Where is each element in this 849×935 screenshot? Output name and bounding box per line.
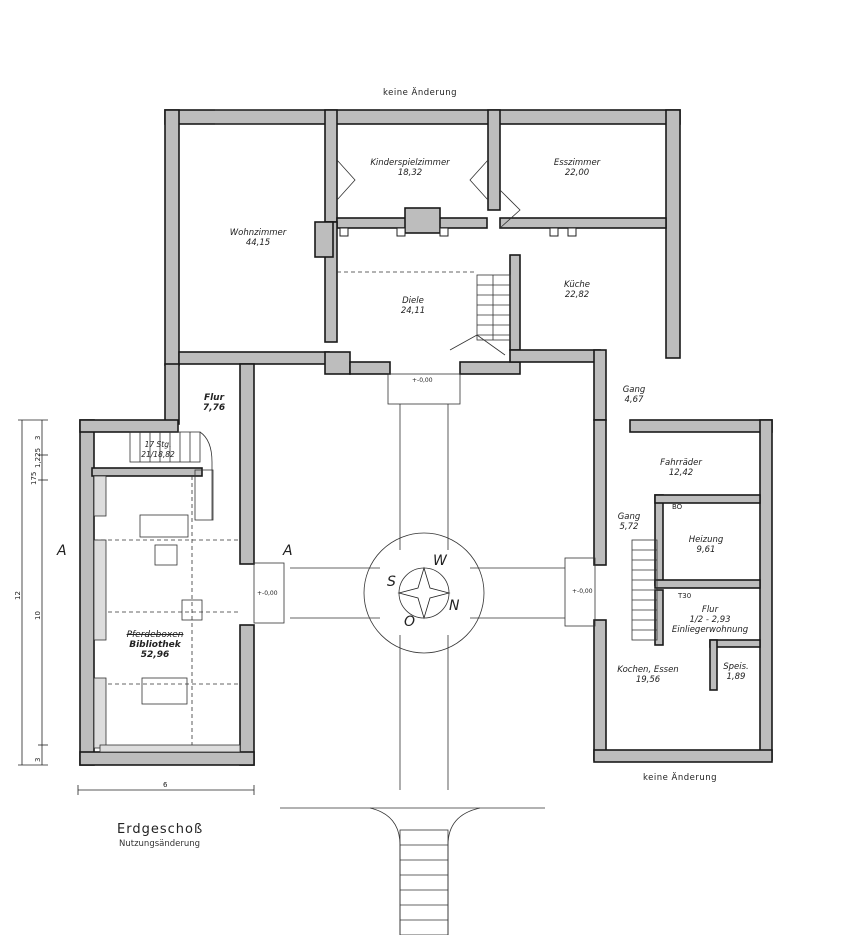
room-flur-left: Flur 7,76	[202, 393, 226, 413]
dim-vertical-175: 175	[30, 471, 38, 485]
compass-n: N	[449, 598, 460, 614]
dim-vertical-1225: 1,225	[34, 447, 42, 468]
stair-info: 17 Stg. 21/18,82	[141, 440, 175, 459]
top-note: keine Änderung	[382, 88, 458, 98]
room-kinderspielzimmer: Kinderspielzimmer 18,32	[370, 158, 450, 178]
room-kueche: Küche 22,82	[563, 280, 591, 300]
compass-s: S	[387, 574, 396, 590]
section-mark-left: A	[57, 543, 67, 559]
main-house-walls	[164, 109, 773, 766]
windows	[215, 109, 610, 125]
entrance-landing	[387, 373, 461, 405]
bottom-note: keine Änderung	[642, 773, 718, 783]
section-mark-right: A	[283, 543, 293, 559]
einlieger-stair	[631, 539, 658, 641]
room-esszimmer: Esszimmer 22,00	[553, 158, 601, 178]
room-kochen-essen: Kochen, Essen 19,56	[617, 665, 679, 685]
t30-label: T30	[678, 592, 692, 600]
level-left: +-0,00	[257, 590, 278, 597]
room-wohnzimmer: Wohnzimmer 44,15	[229, 228, 287, 248]
compass-o: O	[404, 614, 416, 630]
courtyard-paths	[280, 404, 565, 935]
dim-vertical-main: 10	[34, 611, 42, 620]
side-landings	[253, 557, 596, 627]
kinderspielzimmer-bays	[336, 159, 521, 229]
library-furniture	[93, 475, 241, 753]
bo-label: BO	[672, 503, 683, 511]
room-fahrraeder: Fahrräder 12,42	[660, 458, 702, 478]
room-diele: Diele 24,11	[400, 296, 426, 316]
room-gang-upper: Gang 4,67	[622, 385, 646, 405]
stoves	[314, 207, 577, 258]
level-entrance: +-0,00	[412, 377, 433, 384]
dim-vertical-top: 3	[34, 435, 42, 440]
main-stair	[449, 274, 511, 356]
page-subtitle: Nutzungsänderung	[119, 839, 201, 849]
room-bibliothek: Pferdeboxen Bibliothek 52,96	[126, 630, 184, 660]
left-stair	[129, 431, 214, 521]
level-right: +-0,00	[572, 588, 593, 595]
page-title: Erdgeschoß	[117, 822, 204, 837]
dim-horizontal: 6	[163, 781, 168, 789]
room-heizung: Heizung 9,61	[688, 535, 724, 555]
room-flur-einlieger: Flur 1/2 - 2,93 Einliegerwohnung	[671, 605, 749, 635]
room-gang-right: Gang 5,72	[617, 512, 641, 532]
compass-w: W	[433, 553, 447, 569]
dim-vertical-total: 12	[14, 591, 22, 600]
dim-vertical-bottom: 3	[34, 757, 42, 762]
room-speis: Speis. 1,89	[723, 662, 749, 682]
